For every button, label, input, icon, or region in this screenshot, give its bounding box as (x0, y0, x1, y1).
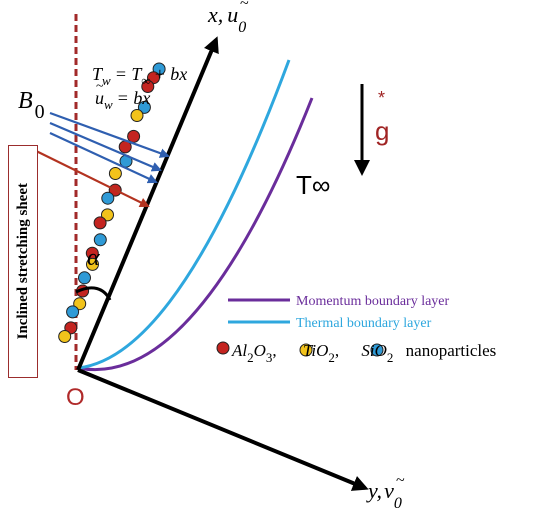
heat-arrow (25, 145, 150, 207)
nanoparticle-al2o3 (127, 129, 141, 143)
angle-label: α (87, 245, 100, 271)
gravity-star-label: * (378, 88, 385, 108)
origin-label: O (66, 384, 85, 411)
legend-sio2-dot (370, 343, 384, 357)
equation-uw: uw= bx (95, 88, 150, 112)
nanoparticle-group (58, 62, 166, 343)
nanoparticle-tio2 (58, 330, 72, 343)
legend-al2o3-dot (216, 341, 230, 355)
nanoparticle-tio2 (130, 109, 144, 122)
nanoparticle-sio2 (93, 233, 107, 247)
nanoparticle-al2o3 (141, 80, 155, 93)
nanoparticle-sio2 (137, 100, 151, 114)
nanoparticle-sio2 (66, 305, 80, 319)
equation-uw-tilde: ~ (96, 79, 104, 94)
nanoparticle-sio2 (101, 191, 115, 205)
nanoparticle-sio2 (78, 271, 91, 285)
nanoparticle-al2o3 (93, 216, 107, 230)
nanoparticle-tio2 (101, 208, 114, 222)
legend-nanoparticles-label: Al2O3, TiO2, SiO2 nanoparticles (231, 341, 496, 366)
equation-tw: Tw= T∞+ bx (92, 64, 187, 88)
inclined-sheet-label-box: Inclined stretching sheet (8, 145, 38, 378)
field-arrow (49, 132, 158, 184)
angle-arc (75, 286, 112, 301)
y-axis-label: y,v0 (366, 478, 402, 512)
nanoparticle-tio2 (86, 257, 99, 271)
y-axis-arrow (77, 368, 369, 491)
x-axis-label: x,u0 (207, 2, 246, 36)
field-arrow (49, 111, 170, 158)
nanoparticle-tio2 (73, 297, 87, 311)
y-axis-tilde: ~ (396, 472, 405, 489)
legend-momentum-label: Momentum boundary layer (296, 294, 450, 309)
momentum-boundary-curve (77, 97, 314, 372)
legend-tio2-dot (299, 343, 313, 357)
nanoparticle-tio2 (108, 167, 122, 180)
gravity-label: g (375, 116, 389, 146)
temperature-far-label: T∞ (296, 170, 330, 200)
legend-thermal-label: Thermal boundary layer (296, 316, 432, 331)
inclined-sheet-label: Inclined stretching sheet (14, 183, 31, 340)
thermal-boundary-curve (77, 59, 291, 370)
x-axis-tilde: ~ (240, 0, 249, 12)
field-arrow (49, 121, 162, 172)
